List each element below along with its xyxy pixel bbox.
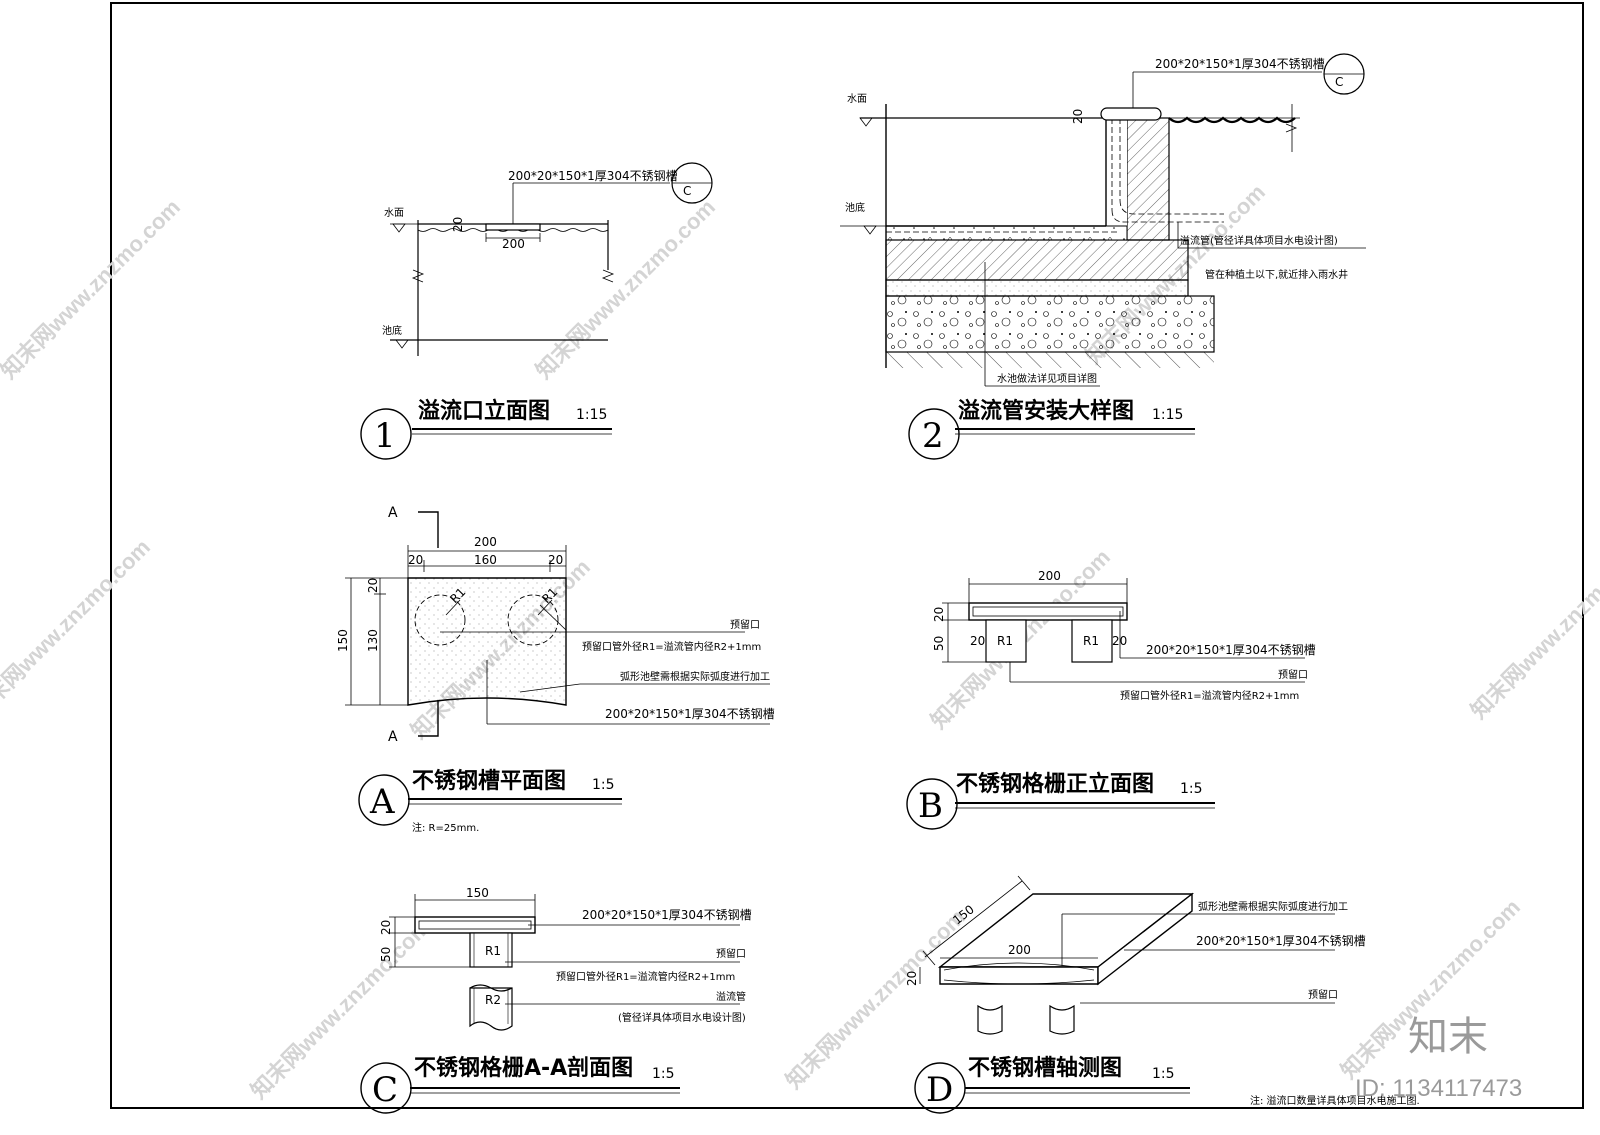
detail-letter: D <box>926 1070 953 1110</box>
note-port-diameter: 预留口管外径R1=溢流管内径R2+1mm <box>582 640 761 653</box>
note-spec: 200*20*150*1厚304不锈钢槽 <box>582 908 752 922</box>
callout-c: C <box>683 184 691 198</box>
r2-label: R2 <box>485 993 501 1007</box>
note-reserved-port: 预留口 <box>730 618 760 631</box>
watermark-text: 知末网www.znzmo.com <box>781 904 970 1093</box>
note-reserved-port: 预留口 <box>1278 668 1308 681</box>
note-port-diameter: 预留口管外径R1=溢流管内径R2+1mm <box>556 970 735 983</box>
panel-scale: 1:5 <box>1180 781 1203 797</box>
pipe-note-1: 溢流管(管径详具体项目水电设计图) <box>1180 234 1338 247</box>
detail-marker <box>360 408 412 460</box>
dim-150: 150 <box>336 629 350 652</box>
pool-note: 水池做法详见项目详图 <box>997 372 1097 385</box>
dim-20: 20 <box>905 971 919 986</box>
dim-20: 20 <box>379 920 393 935</box>
section-mark: A <box>388 505 398 521</box>
panel-note: 注: R=25mm. <box>412 821 479 834</box>
panel-title: 不锈钢格栅正立面图 <box>956 771 1154 797</box>
note-port-diameter: 预留口管外径R1=溢流管内径R2+1mm <box>1120 689 1299 702</box>
panel-trough-axonometric: 150 200 20 弧形池壁需根据实际弧度进行加工 200*20*150*1厚… <box>905 875 1366 1114</box>
panel-scale: 1:5 <box>592 777 615 793</box>
image-id: ID: 1134117473 <box>1355 1075 1522 1102</box>
watermark-text: 知末网www.znzmo.com <box>0 194 185 383</box>
panel-overflow-elevation: 水面 池底 20 200 200*20*150*1厚304不锈钢槽 C 1 溢流… <box>360 162 713 460</box>
sheet-border <box>110 2 1584 1109</box>
dim-20: 20 <box>970 634 985 648</box>
spec-label: 200*20*150*1厚304不锈钢槽 <box>1155 57 1325 71</box>
detail-letter: B <box>918 786 943 826</box>
dim-200: 200 <box>474 535 497 549</box>
brand-watermark: 知末 <box>1408 1014 1488 1060</box>
watermark-text: 知末网www.znzmo.com <box>1466 534 1600 723</box>
spec-label: 200*20*150*1厚304不锈钢槽 <box>508 169 678 183</box>
dim-20: 20 <box>932 607 946 622</box>
watermark-text: 知末网www.znzmo.com <box>0 534 155 723</box>
dim-20: 20 <box>366 578 380 593</box>
note-pipe-diameter: (管径详具体项目水电设计图) <box>618 1011 746 1024</box>
detail-letter: C <box>372 1070 398 1110</box>
panel-trough-plan: R1 R1 A A 200 20 160 20 150 20 130 预留口 预… <box>336 505 775 834</box>
watermark: 知末网www.znzmo.com 知末网www.znzmo.com 知末网www… <box>0 179 1600 1103</box>
note-reserved-port: 预留口 <box>716 947 746 960</box>
note-spec: 200*20*150*1厚304不锈钢槽 <box>1146 643 1316 657</box>
panel-title: 溢流管安装大样图 <box>958 398 1134 424</box>
dim-150: 150 <box>466 886 489 900</box>
panel-title: 不锈钢槽平面图 <box>412 768 566 794</box>
panel-overflow-pipe-detail: 水面 池底 20 200*20*150*1厚304不锈钢槽 C 溢流管(管径详具… <box>840 53 1366 460</box>
note-reserved-port: 预留口 <box>1308 988 1338 1001</box>
dim-20: 20 <box>408 553 423 567</box>
r1-label: R1 <box>997 634 1013 648</box>
dim-200: 200 <box>1008 943 1031 957</box>
watermark-text: 知末网www.znzmo.com <box>531 194 720 383</box>
note-overflow-pipe: 溢流管 <box>716 990 746 1003</box>
detail-number: 1 <box>374 416 396 456</box>
pipe-note-2: 管在种植土以下,就近排入雨水井 <box>1205 268 1348 281</box>
dim-200: 200 <box>1038 569 1061 583</box>
dim-50: 50 <box>932 636 946 651</box>
pool-bottom-label: 池底 <box>382 324 402 337</box>
r1-label: R1 <box>485 944 501 958</box>
panel-title: 溢流口立面图 <box>418 398 550 424</box>
section-mark: A <box>388 729 398 745</box>
detail-letter: A <box>369 782 395 822</box>
water-surface-label: 水面 <box>384 207 404 219</box>
dim-20: 20 <box>451 217 465 232</box>
panel-title: 不锈钢槽轴测图 <box>968 1055 1122 1081</box>
panel-scale: 1:5 <box>1152 1066 1175 1082</box>
note-curved-wall: 弧形池壁需根据实际弧度进行加工 <box>1198 900 1348 913</box>
dim-130: 130 <box>366 629 380 652</box>
dim-200: 200 <box>502 237 525 251</box>
panel-scale: 1:15 <box>1152 407 1183 423</box>
dim-160: 160 <box>474 553 497 567</box>
note-curved-wall: 弧形池壁需根据实际弧度进行加工 <box>620 670 770 683</box>
panel-title: 不锈钢格栅A-A剖面图 <box>414 1055 633 1081</box>
note-spec: 200*20*150*1厚304不锈钢槽 <box>605 707 775 721</box>
r1-label: R1 <box>1083 634 1099 648</box>
detail-number: 2 <box>922 416 944 456</box>
pool-bottom-label: 池底 <box>845 201 865 214</box>
panel-grille-elevation: 200 20 50 20 R1 R1 20 200*20*150*1厚304不锈… <box>906 569 1316 830</box>
panel-scale: 1:5 <box>652 1066 675 1082</box>
watermark-text: 知末网www.znzmo.com <box>246 914 435 1103</box>
water-surface-label: 水面 <box>847 93 867 105</box>
dim-50: 50 <box>379 947 393 962</box>
note-spec: 200*20*150*1厚304不锈钢槽 <box>1196 934 1366 948</box>
panel-grille-section: R1 R2 150 20 50 200*20*150*1厚304不锈钢槽 预留口… <box>360 886 752 1114</box>
dim-20: 20 <box>548 553 563 567</box>
panel-scale: 1:15 <box>576 407 607 423</box>
footer-note: 注: 溢流口数量详具体项目水电施工图. <box>1250 1094 1420 1107</box>
callout-c: C <box>1335 75 1343 89</box>
dim-20: 20 <box>1071 109 1085 124</box>
